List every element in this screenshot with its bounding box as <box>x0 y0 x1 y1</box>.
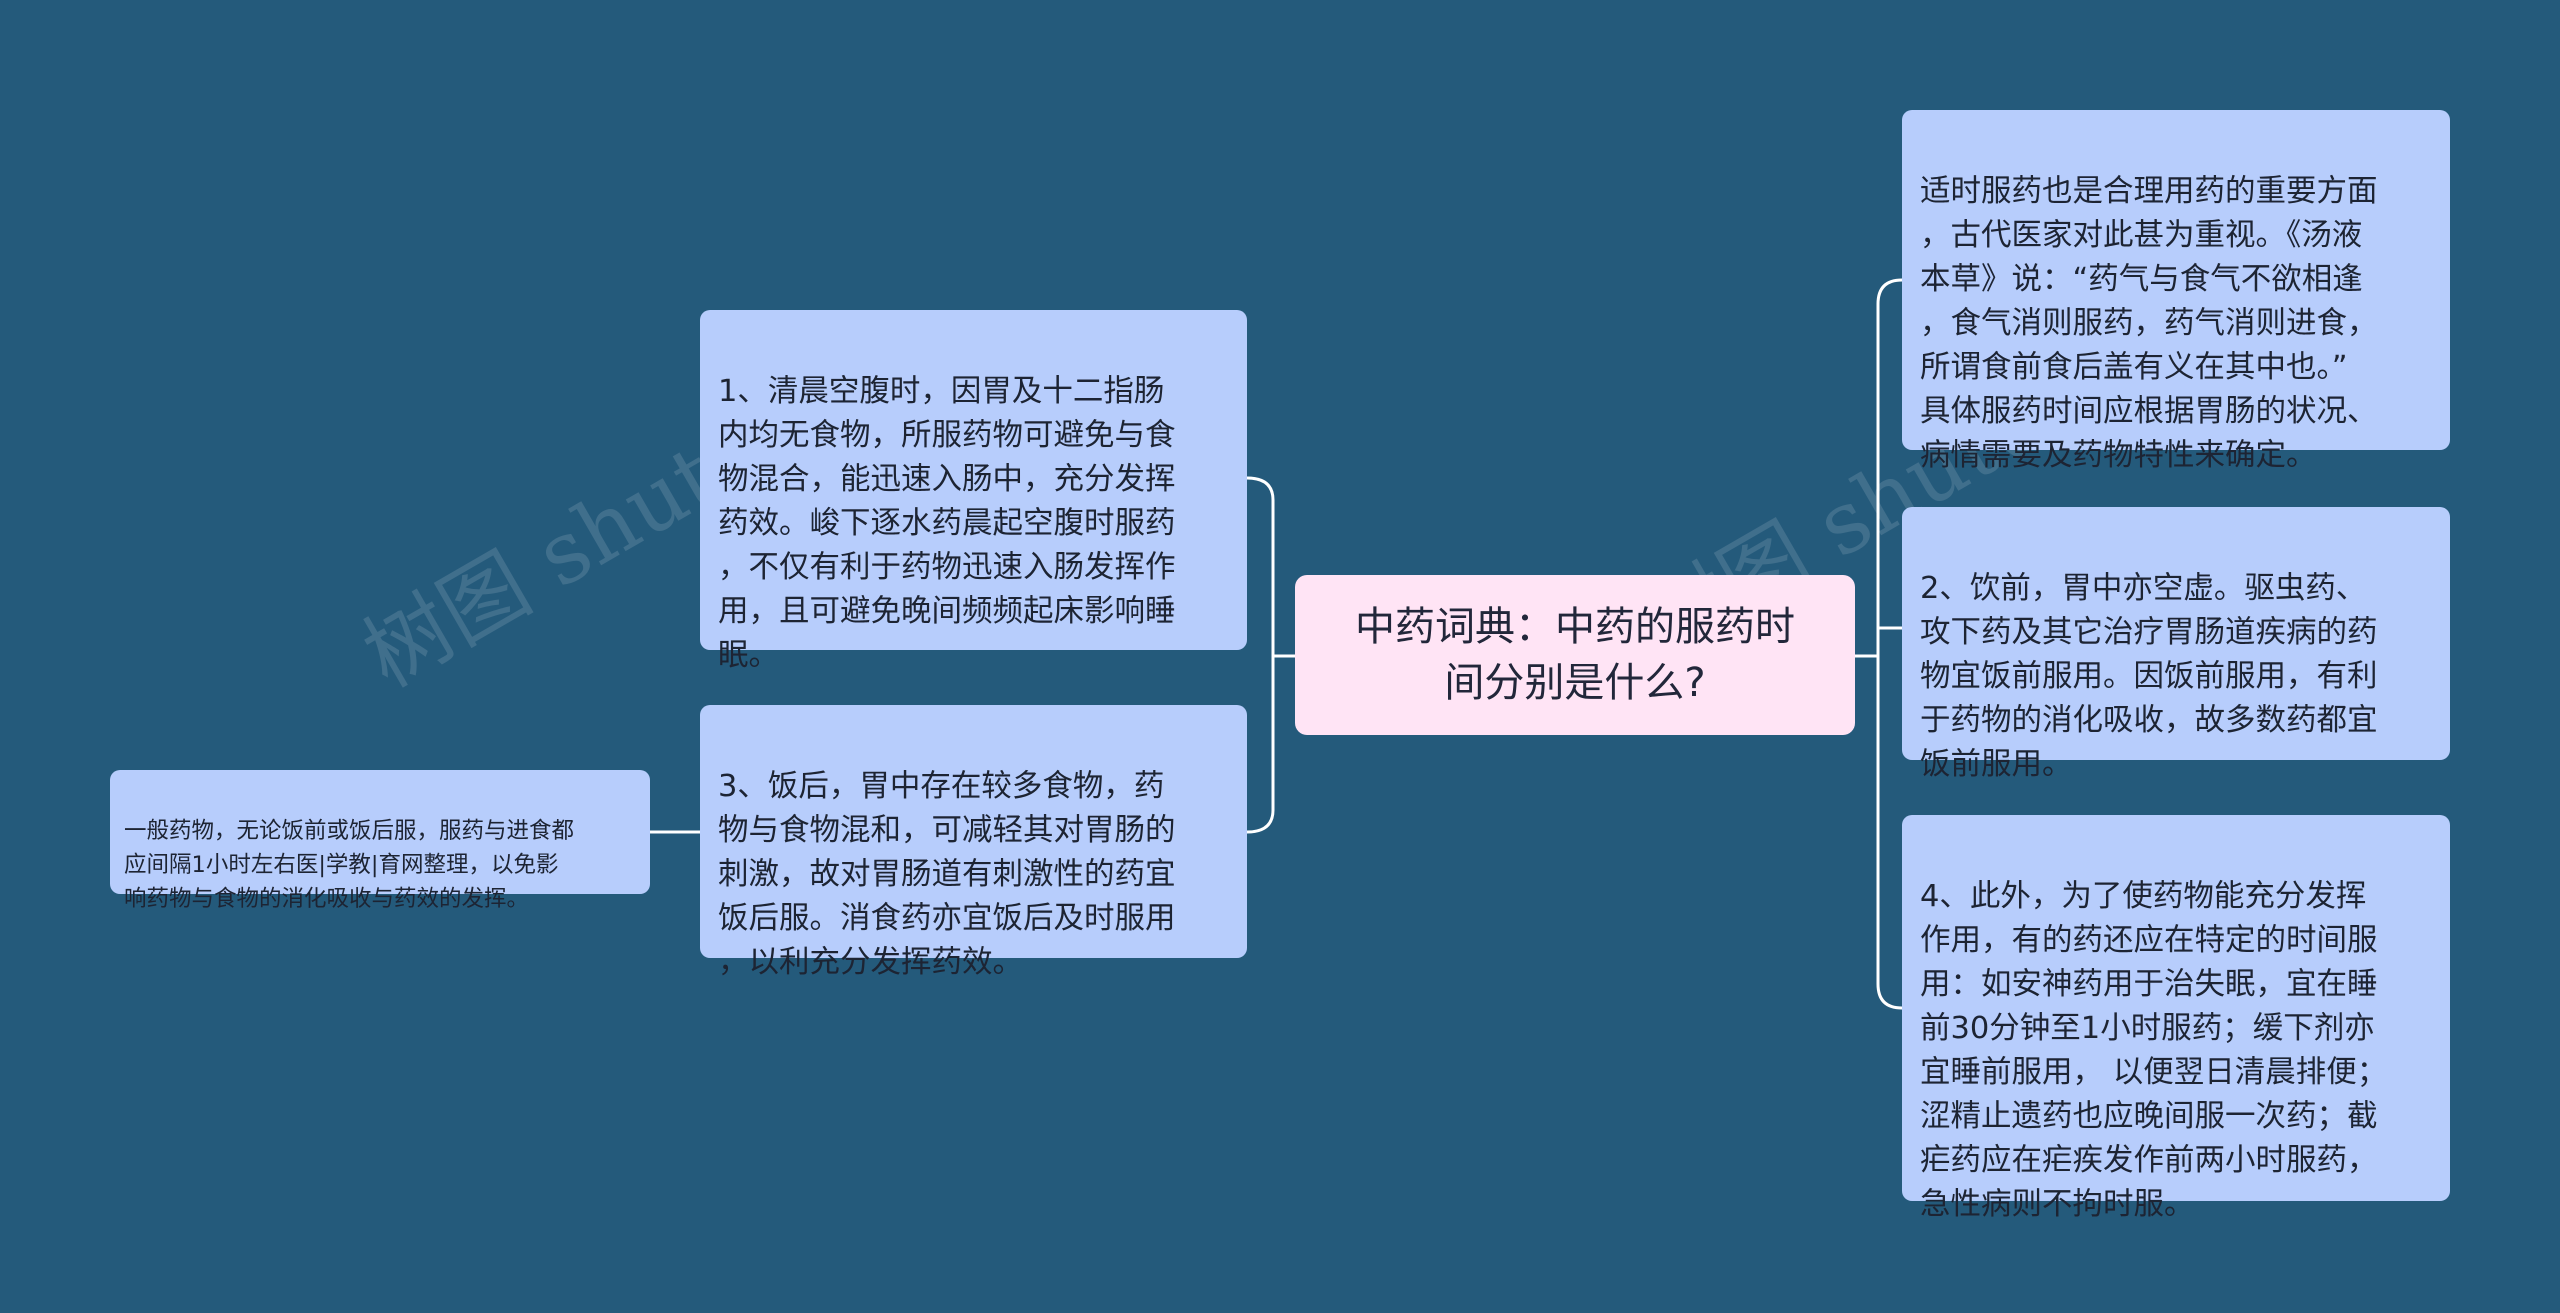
topic-node-after-meals[interactable]: 3、饭后，胃中存在较多食物，药 物与食物混和，可减轻其对胃肠的 刺激，故对胃肠道… <box>700 705 1247 980</box>
topic-node-text: 4、此外，为了使药物能充分发挥 作用，有的药还应在特定的时间服 用：如安神药用于… <box>1920 879 2388 1222</box>
topic-node-text: 2、饮前，胃中亦空虚。驱虫药、 攻下药及其它治疗胃肠道疾病的药 物宜饭前服用。因… <box>1920 571 2378 782</box>
connector-left-bracket <box>1245 476 1275 834</box>
root-topic-node[interactable]: 中药词典：中药的服药时 间分别是什么? <box>1295 575 1855 735</box>
topic-node-timely-medication[interactable]: 适时服药也是合理用药的重要方面 ，古代医家对此甚为重视。《汤液 本草》说：“药气… <box>1902 110 2450 473</box>
topic-node-specific-times[interactable]: 4、此外，为了使药物能充分发挥 作用，有的药还应在特定的时间服 用：如安神药用于… <box>1902 815 2450 1222</box>
connector-right-bracket <box>1876 278 1904 1010</box>
topic-node-morning-empty-stomach[interactable]: 1、清晨空腹时，因胃及十二指肠 内均无食物，所服药物可避免与食 物混合，能迅速入… <box>700 310 1247 673</box>
root-topic-title: 中药词典：中药的服药时 间分别是什么? <box>1355 604 1795 706</box>
topic-node-text: 适时服药也是合理用药的重要方面 ，古代医家对此甚为重视。《汤液 本草》说：“药气… <box>1920 174 2378 473</box>
topic-node-text: 一般药物，无论饭前或饭后服，服药与进食都 应间隔1小时左右医|学教|育网整理，以… <box>124 818 575 912</box>
topic-node-before-meals[interactable]: 2、饮前，胃中亦空虚。驱虫药、 攻下药及其它治疗胃肠道疾病的药 物宜饭前服用。因… <box>1902 507 2450 782</box>
topic-node-text: 1、清晨空腹时，因胃及十二指肠 内均无食物，所服药物可避免与食 物混合，能迅速入… <box>718 374 1176 673</box>
topic-node-text: 3、饭后，胃中存在较多食物，药 物与食物混和，可减轻其对胃肠的 刺激，故对胃肠道… <box>718 769 1176 980</box>
topic-node-general-interval[interactable]: 一般药物，无论饭前或饭后服，服药与进食都 应间隔1小时左右医|学教|育网整理，以… <box>110 770 650 912</box>
